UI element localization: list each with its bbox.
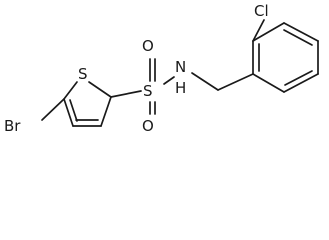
bond-b6-b1 [252, 73, 285, 93]
bond-c5-br [41, 98, 65, 121]
bond-b3-b4 [283, 22, 319, 42]
benzene-ring [252, 22, 319, 93]
atom-label-hydrogen: H [175, 79, 186, 97]
atom-label-bromine: Br [4, 117, 21, 135]
thiophene-ring [63, 81, 112, 127]
bond-b2-cl [252, 19, 265, 42]
bond-c2-sulfonyl [110, 90, 142, 98]
bond-c5-s1 [63, 81, 78, 100]
bond-sulfonyl-n [163, 76, 175, 85]
bond-c4-c5-inner [69, 99, 78, 122]
bond-c2-c3 [100, 96, 112, 127]
bond-b2-b3 [252, 22, 285, 42]
bond-b5-b6 [283, 73, 319, 93]
atom-label-sulfonyl-sulfur: S [143, 82, 153, 100]
structure-diagram: Br S S O O N H Cl [4, 2, 319, 135]
bond-b5-b6-inner [284, 70, 313, 86]
atom-label-nitrogen: N [175, 58, 186, 76]
sulfonyl-oxygen-bonds [149, 58, 156, 115]
atom-label-oxygen-top: O [142, 37, 154, 55]
bond-b3-b4-inner [283, 29, 313, 46]
atom-label-oxygen-bottom: O [142, 117, 154, 135]
bond-n-ch2 [191, 72, 219, 91]
atom-label-ring-sulfur: S [78, 65, 88, 83]
bond-s1-c2 [88, 81, 112, 98]
atom-label-chlorine: Cl [254, 2, 269, 20]
bond-c4-c5 [63, 98, 74, 127]
bond-ch2-c1 [217, 73, 254, 91]
